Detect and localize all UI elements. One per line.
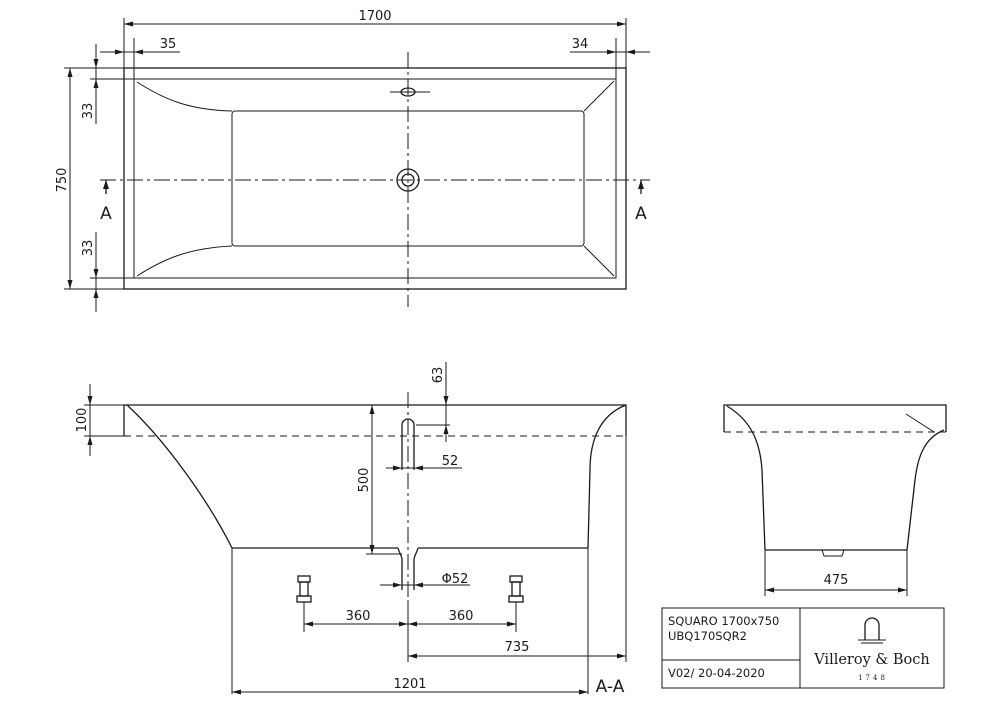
dim-rim-bottom: 33 — [81, 240, 96, 257]
title-code: UBQ170SQR2 — [668, 629, 747, 643]
dim-overflow-height: 63 — [431, 367, 446, 384]
drain-pipe-right — [413, 547, 419, 590]
side-dimensions: 100 63 500 52 Φ52 360 360 — [75, 362, 627, 695]
drain-inner-icon — [401, 173, 415, 187]
drain-pipe-left — [397, 547, 403, 590]
plan-dimensions: 1700 35 34 750 33 33 — [55, 9, 650, 312]
dim-leg-right: 360 — [449, 609, 474, 624]
dim-width: 750 — [55, 168, 70, 193]
brand-logo-icon — [858, 617, 886, 644]
dim-rim-top: 33 — [81, 103, 96, 120]
drain-outer-icon — [396, 168, 420, 192]
end-chamfer-top — [583, 80, 615, 112]
end-rim-edge — [905, 413, 935, 433]
end-dimensions: 475 — [765, 573, 907, 593]
section-marker-left: A — [100, 204, 112, 224]
end-view — [723, 404, 947, 596]
dim-top-length: 1700 — [358, 9, 391, 24]
foot-right-icon — [508, 575, 524, 612]
section-markers: A A — [100, 180, 647, 224]
dim-leg-left: 360 — [346, 609, 371, 624]
end-drain — [821, 549, 845, 557]
dim-rim-height: 100 — [75, 408, 90, 433]
foot-left-icon — [296, 575, 312, 612]
side-left-wall — [126, 404, 233, 549]
section-label: A-A — [596, 677, 625, 697]
dim-base-length: 1201 — [393, 677, 426, 692]
side-section-view — [123, 392, 627, 694]
end-right-wall — [906, 429, 945, 551]
end-rim — [723, 404, 947, 432]
title-version: V02/ 20-04-2020 — [668, 666, 765, 680]
side-rim — [123, 404, 627, 436]
dim-top-right-offset: 34 — [572, 37, 589, 52]
dim-drain-offset: 735 — [505, 640, 530, 655]
plan-outer-rim — [123, 67, 627, 290]
brand-year: 1748 — [858, 674, 888, 682]
dim-waste-dia: Φ52 — [442, 572, 469, 587]
plan-inner-rim — [133, 78, 617, 279]
brand-name: Villeroy & Boch — [813, 652, 930, 668]
plan-view — [100, 52, 650, 307]
title-model: SQUARO 1700x750 — [668, 614, 779, 628]
dim-end-base-width: 475 — [824, 573, 849, 588]
backrest-curve-bottom — [136, 245, 233, 277]
end-chamfer-bottom — [583, 245, 615, 277]
overflow-pipe — [401, 418, 415, 470]
dim-overflow-dia: 52 — [442, 454, 459, 469]
dim-inner-depth: 500 — [357, 468, 372, 493]
backrest-curve-top — [136, 81, 233, 112]
section-marker-right: A — [635, 204, 647, 224]
end-left-wall — [726, 405, 766, 551]
side-right-wall — [587, 404, 627, 549]
dim-top-left-offset: 35 — [160, 37, 177, 52]
title-block: SQUARO 1700x750 UBQ170SQR2 V02/ 20-04-20… — [661, 607, 945, 689]
